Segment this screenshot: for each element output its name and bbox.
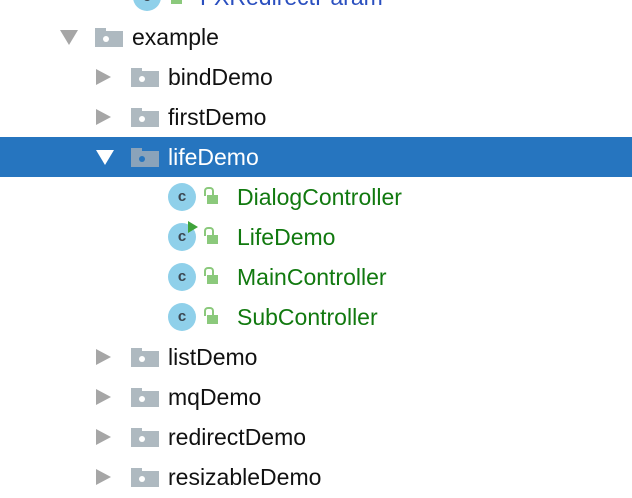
chevron-right-icon[interactable] bbox=[96, 349, 111, 365]
class-icon: c bbox=[168, 303, 196, 331]
unlocked-icon bbox=[204, 187, 218, 205]
tree-item-label: redirectDemo bbox=[168, 424, 307, 450]
tree-item-label: DialogController bbox=[237, 184, 402, 210]
package-folder-icon bbox=[131, 388, 159, 407]
package-folder-icon bbox=[131, 468, 159, 487]
run-icon bbox=[188, 221, 198, 233]
package-folder-icon bbox=[131, 348, 159, 367]
tree-item-label: listDemo bbox=[168, 344, 258, 370]
class-icon: c bbox=[133, 0, 161, 11]
tree-item-maincontroller[interactable]: c MainController bbox=[0, 257, 632, 297]
chevron-right-icon[interactable] bbox=[96, 69, 111, 85]
chevron-right-icon[interactable] bbox=[96, 109, 111, 125]
tree-item-label: resizableDemo bbox=[168, 464, 322, 490]
tree-item-label: MainController bbox=[237, 264, 387, 290]
tree-item-label: LifeDemo bbox=[237, 224, 336, 250]
tree-item-dialogcontroller[interactable]: c DialogController bbox=[0, 177, 632, 217]
package-folder-icon bbox=[131, 108, 159, 127]
unlocked-icon bbox=[204, 227, 218, 245]
tree-item-label: mqDemo bbox=[168, 384, 262, 410]
chevron-right-icon[interactable] bbox=[96, 469, 111, 485]
tree-item-label: SubController bbox=[237, 304, 378, 330]
package-folder-icon bbox=[95, 28, 123, 47]
tree-item-label: FXRedirectParam bbox=[200, 0, 383, 10]
tree-item-label: bindDemo bbox=[168, 64, 273, 90]
tree-item-lifedemo[interactable]: lifeDemo bbox=[0, 137, 632, 177]
tree-item-mqdemo[interactable]: mqDemo bbox=[0, 377, 632, 417]
tree-item-listdemo[interactable]: listDemo bbox=[0, 337, 632, 377]
package-folder-icon bbox=[131, 68, 159, 87]
package-folder-icon bbox=[131, 148, 159, 167]
package-folder-icon bbox=[131, 428, 159, 447]
tree-item-example[interactable]: example bbox=[0, 17, 632, 57]
chevron-right-icon[interactable] bbox=[96, 429, 111, 445]
tree-item-resizabledemo[interactable]: resizableDemo bbox=[0, 457, 632, 497]
lock-icon bbox=[168, 0, 182, 5]
chevron-right-icon[interactable] bbox=[96, 389, 111, 405]
tree-item-label: example bbox=[132, 24, 219, 50]
tree-item-label: firstDemo bbox=[168, 104, 267, 130]
tree-item-binddemo[interactable]: bindDemo bbox=[0, 57, 632, 97]
tree-item-fxredirectparam[interactable]: c FXRedirectParam bbox=[0, 0, 632, 17]
chevron-down-icon[interactable] bbox=[60, 30, 78, 45]
chevron-down-icon[interactable] bbox=[96, 150, 114, 165]
class-icon: c bbox=[168, 263, 196, 291]
unlocked-icon bbox=[204, 307, 218, 325]
unlocked-icon bbox=[204, 267, 218, 285]
tree-item-subcontroller[interactable]: c SubController bbox=[0, 297, 632, 337]
tree-item-firstdemo[interactable]: firstDemo bbox=[0, 97, 632, 137]
tree-item-lifedemo-class[interactable]: c LifeDemo bbox=[0, 217, 632, 257]
class-icon: c bbox=[168, 183, 196, 211]
tree-item-redirectdemo[interactable]: redirectDemo bbox=[0, 417, 632, 457]
tree-item-label: lifeDemo bbox=[168, 144, 259, 170]
